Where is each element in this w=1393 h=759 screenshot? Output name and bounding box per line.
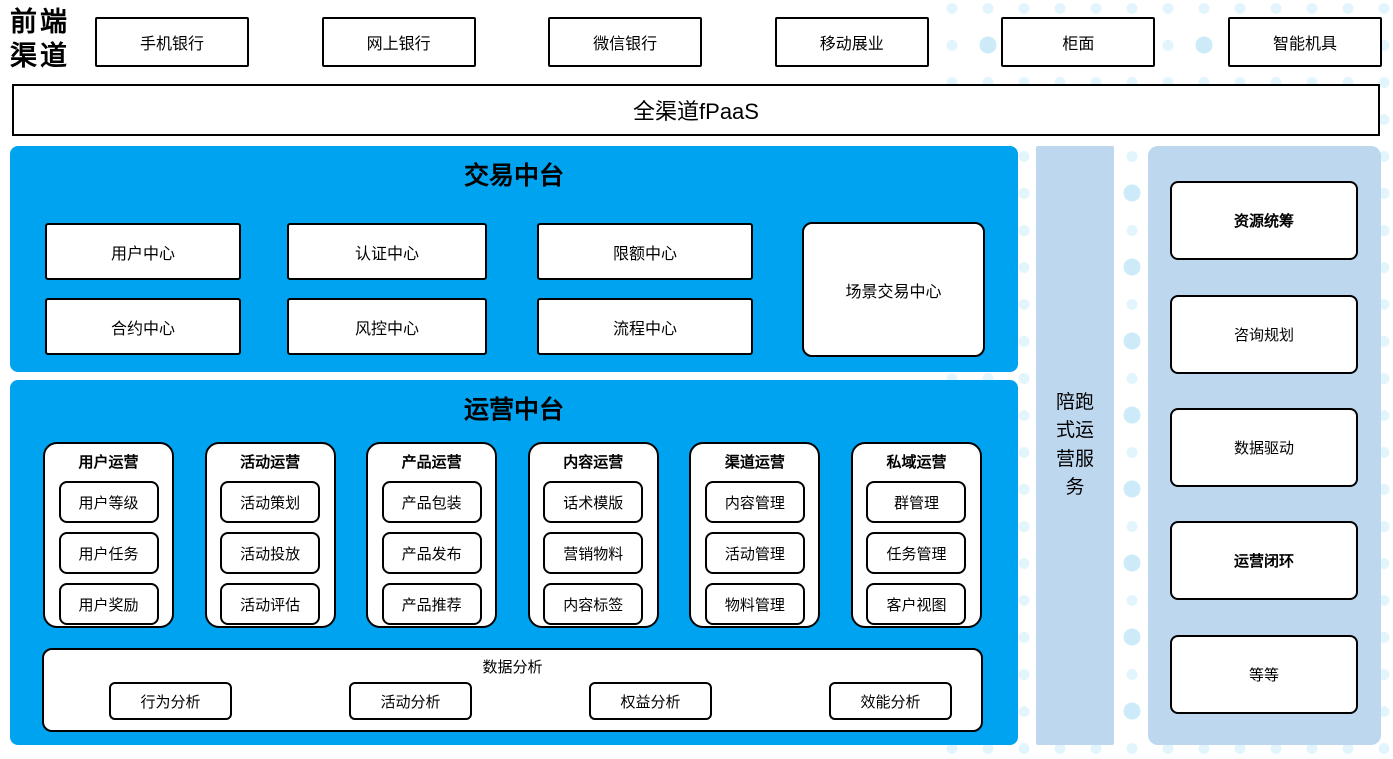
op-column-content-operations: 内容运营 话术模版 营销物料 内容标签: [527, 442, 659, 628]
trading-box-limit-center: 限额中心: [537, 223, 753, 280]
channel-box-mobile-banking: 手机银行: [95, 17, 249, 67]
op-item: 群管理: [866, 481, 967, 523]
op-item: 活动策划: [220, 481, 321, 523]
op-item: 内容标签: [543, 583, 644, 625]
channel-box-wechat-banking: 微信银行: [548, 17, 703, 67]
op-item: 物料管理: [704, 583, 805, 625]
companion-operations-service-label: 陪跑式运营服务: [1055, 391, 1094, 499]
data-analysis-row: 行为分析 活动分析 权益分析 效能分析: [109, 682, 952, 720]
operations-platform-section: 运营中台 用户运营 用户等级 用户任务 用户奖励 活动运营 活动策划 活动投放 …: [10, 380, 1018, 745]
op-column-product-operations: 产品运营 产品包装 产品发布 产品推荐: [366, 442, 498, 628]
op-column-header: 渠道运营: [724, 454, 785, 471]
op-column-header: 内容运营: [563, 454, 624, 471]
operations-columns: 用户运营 用户等级 用户任务 用户奖励 活动运营 活动策划 活动投放 活动评估 …: [43, 442, 982, 628]
service-box-etc: 等等: [1170, 635, 1358, 714]
op-item: 产品推荐: [381, 583, 482, 625]
front-channels-row: 手机银行 网上银行 微信银行 移动展业 柜面 智能机具: [95, 17, 1382, 67]
service-box-resource-coordination: 资源统筹: [1170, 181, 1358, 260]
analysis-box-activity: 活动分析: [349, 682, 472, 720]
op-item: 用户等级: [58, 481, 159, 523]
op-item: 内容管理: [704, 481, 805, 523]
companion-operations-service-bar: 陪跑式运营服务: [1036, 146, 1114, 745]
trading-box-process-center: 流程中心: [537, 298, 753, 355]
analysis-box-efficiency: 效能分析: [829, 682, 952, 720]
op-item: 活动投放: [220, 532, 321, 574]
op-column-user-operations: 用户运营 用户等级 用户任务 用户奖励: [43, 442, 174, 628]
omnichannel-fpaas-bar: 全渠道fPaaS: [12, 84, 1380, 136]
trading-platform-title: 交易中台: [463, 163, 564, 190]
op-item: 话术模版: [543, 481, 644, 523]
data-analysis-title: 数据分析: [482, 659, 543, 676]
channel-box-online-banking: 网上银行: [321, 17, 476, 67]
op-item: 客户视图: [866, 583, 967, 625]
analysis-box-benefits: 权益分析: [589, 682, 712, 720]
trading-platform-section: 交易中台 用户中心 认证中心 限额中心 合约中心 风控中心 流程中心 场景交易中…: [10, 146, 1018, 372]
op-column-header: 用户运营: [78, 454, 139, 471]
op-item: 任务管理: [866, 532, 967, 574]
trading-box-user-center: 用户中心: [45, 223, 241, 280]
channel-box-smart-devices: 智能机具: [1227, 17, 1382, 67]
op-column-header: 产品运营: [401, 454, 462, 471]
channel-box-counter: 柜面: [1001, 17, 1156, 67]
operations-platform-title: 运营中台: [463, 397, 564, 424]
op-item: 产品发布: [381, 532, 482, 574]
analysis-box-behavior: 行为分析: [109, 682, 232, 720]
trading-box-scenario-trading-center: 场景交易中心: [802, 222, 985, 357]
op-item: 产品包装: [381, 481, 482, 523]
op-column-private-domain-operations: 私域运营 群管理 任务管理 客户视图: [850, 442, 982, 628]
op-column-activity-operations: 活动运营 活动策划 活动投放 活动评估: [204, 442, 336, 628]
trading-box-risk-center: 风控中心: [287, 298, 487, 355]
op-item: 营销物料: [543, 532, 644, 574]
service-box-consulting-planning: 咨询规划: [1170, 295, 1358, 374]
op-item: 用户奖励: [58, 583, 159, 625]
service-column: 资源统筹 咨询规划 数据驱动 运营闭环 等等: [1148, 146, 1381, 745]
op-item: 用户任务: [58, 532, 159, 574]
op-item: 活动管理: [704, 532, 805, 574]
trading-box-auth-center: 认证中心: [287, 223, 487, 280]
front-channels-label: 前端渠道: [10, 7, 70, 71]
trading-box-contract-center: 合约中心: [45, 298, 241, 355]
data-analysis-container: 数据分析 行为分析 活动分析 权益分析 效能分析: [42, 648, 983, 732]
op-column-channel-operations: 渠道运营 内容管理 活动管理 物料管理: [689, 442, 821, 628]
op-column-header: 私域运营: [886, 454, 947, 471]
op-column-header: 活动运营: [240, 454, 301, 471]
service-box-data-driven: 数据驱动: [1170, 408, 1358, 487]
channel-box-mobile-outreach: 移动展业: [774, 17, 929, 67]
service-box-operations-loop: 运营闭环: [1170, 521, 1358, 600]
op-item: 活动评估: [220, 583, 321, 625]
